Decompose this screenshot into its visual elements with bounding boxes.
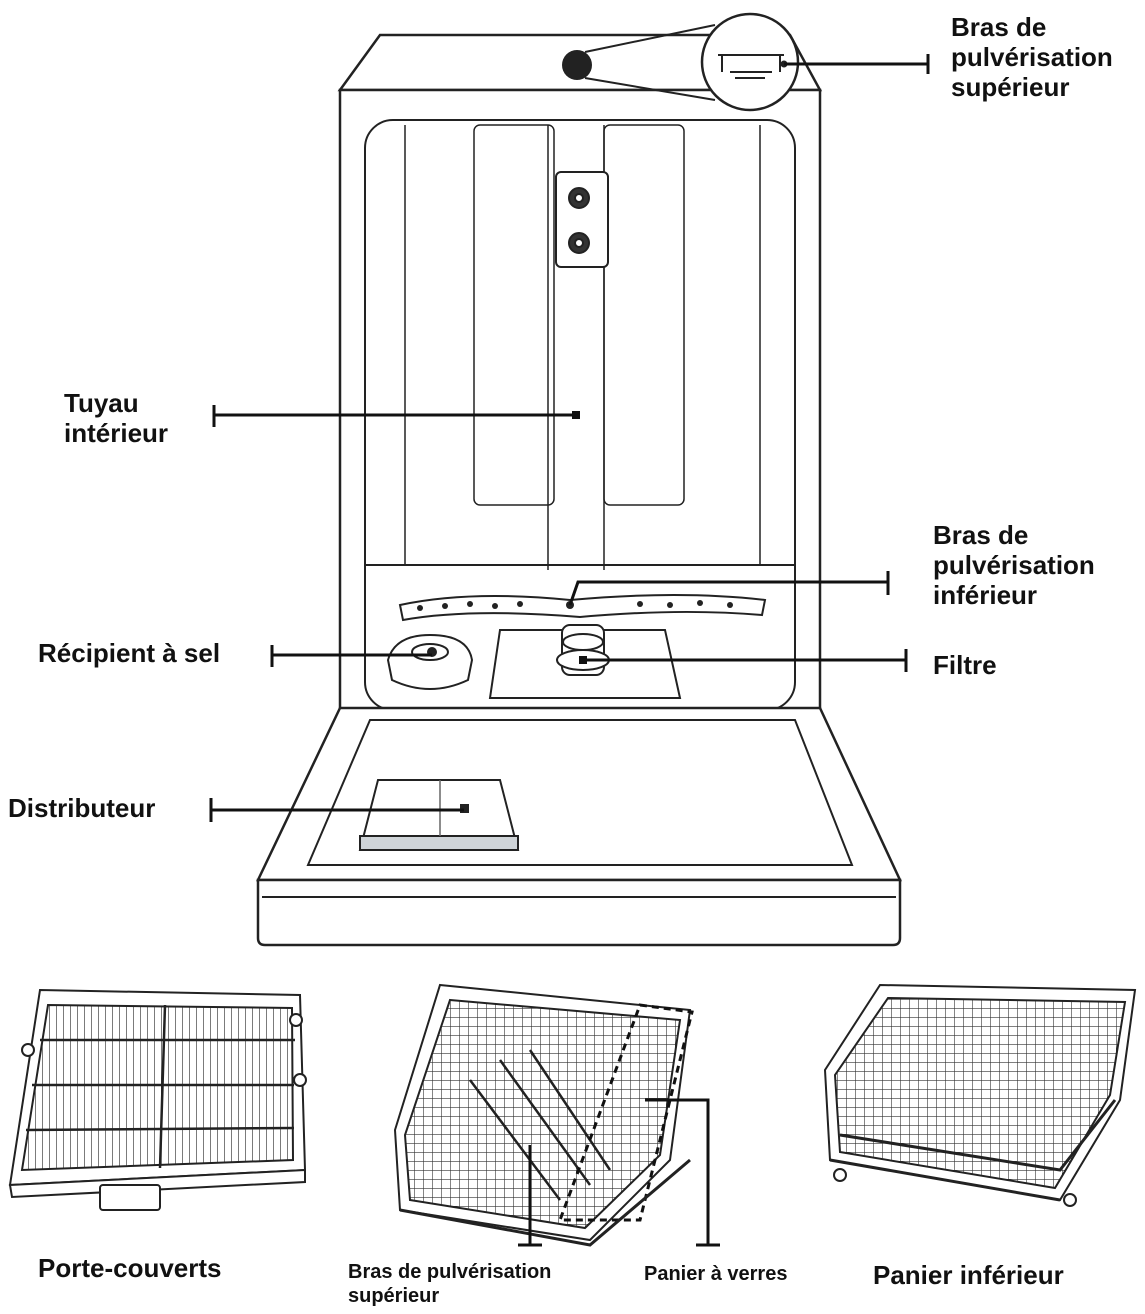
label-upper-basket-spray-arm: Bras de pulvérisation supérieur [348, 1260, 551, 1308]
label-lower-spray-arm: Bras de pulvérisation inférieur [933, 520, 1095, 610]
label-cutlery-tray: Porte-couverts [38, 1253, 222, 1283]
label-salt-container: Récipient à sel [38, 638, 221, 668]
lower-spray-arm [398, 594, 767, 622]
label-inner-pipe-line2: intérieur [64, 418, 169, 449]
label-inner-pipe-line1: Tuyau [64, 388, 139, 418]
label-filter: Filtre [933, 650, 997, 680]
lower-basket [823, 983, 1137, 1207]
label-lower-spray-arm-line3: inférieur [933, 580, 1038, 611]
dishwasher-door [256, 706, 902, 947]
rear-wall-panels [473, 124, 685, 570]
leader-dots [572, 411, 587, 664]
detergent-dispenser [358, 779, 520, 851]
inner-pipe [555, 171, 609, 268]
label-upper-spray-arm-line3: supérieur [951, 72, 1070, 103]
label-upper-basket-spray-arm-line1: Bras de pulvérisation [348, 1261, 552, 1283]
label-upper-spray-arm: Bras de pulvérisation supérieur [951, 12, 1113, 102]
label-glass-rack: Panier à verres [644, 1263, 788, 1285]
upper-spray-arm-callout [562, 12, 800, 112]
label-lower-spray-arm-line2: pulvérisation [933, 550, 1095, 581]
label-upper-spray-arm-line1: Bras de [951, 12, 1047, 42]
label-lower-spray-arm-line1: Bras de [933, 520, 1029, 550]
label-lower-basket: Panier inférieur [873, 1260, 1064, 1290]
leader-lines [209, 54, 930, 822]
label-upper-spray-arm-line2: pulvérisation [951, 42, 1113, 73]
upper-basket-leaders [518, 1098, 720, 1247]
label-upper-basket-spray-arm-line2: supérieur [348, 1285, 440, 1307]
label-inner-pipe: Tuyau intérieur [64, 388, 168, 448]
cutlery-tray [8, 988, 307, 1211]
label-dispenser: Distributeur [8, 793, 156, 823]
upper-basket [393, 983, 694, 1247]
salt-container [386, 633, 474, 690]
